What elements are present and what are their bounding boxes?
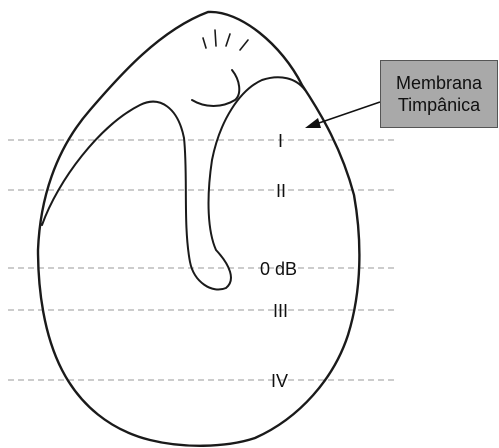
zone-label-I: I (278, 131, 283, 152)
ear-outline (38, 12, 359, 446)
callout-line-2: Timpânica (398, 94, 480, 116)
membrana-timpanica-callout: Membrana Timpânica (380, 60, 498, 128)
zone-label-IV: IV (271, 371, 288, 392)
concha-curve (192, 70, 239, 106)
ridge-mark-1 (203, 38, 206, 48)
helix-fold (42, 77, 305, 289)
ridge-mark-2 (215, 30, 216, 46)
zone-label-0db: 0 dB (260, 259, 297, 280)
zone-label-III: III (273, 301, 288, 322)
ridge-mark-3 (226, 34, 230, 46)
zone-label-II: II (276, 181, 286, 202)
callout-line-1: Membrana (396, 72, 482, 94)
ridge-mark-4 (240, 40, 248, 50)
